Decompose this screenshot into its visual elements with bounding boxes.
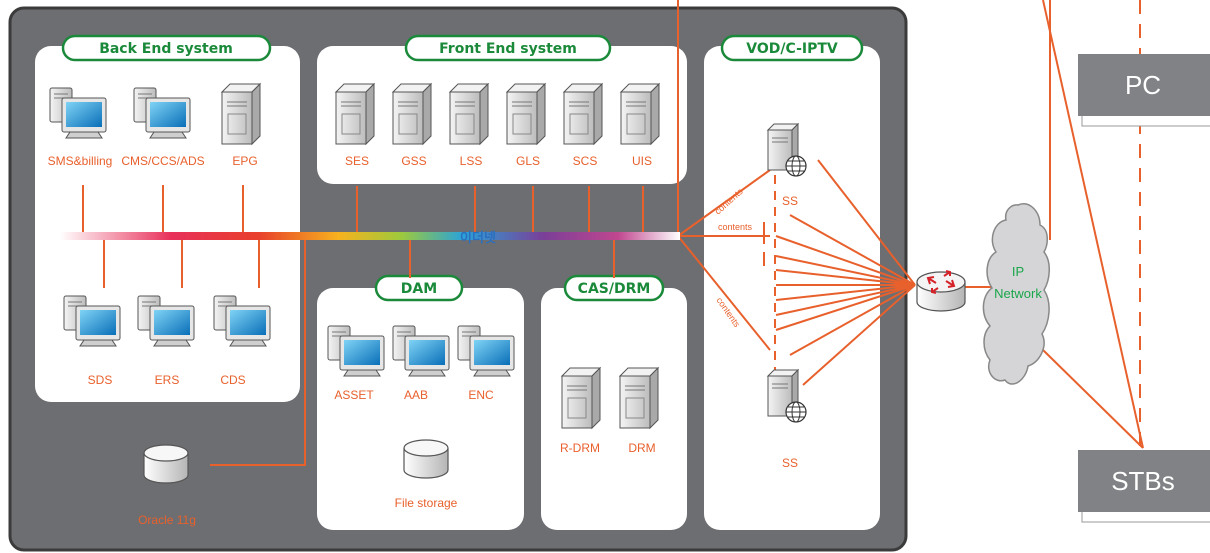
back-end-top-label-3: EPG xyxy=(232,154,257,168)
dam-label-3: ENC xyxy=(468,388,494,402)
scs-server-icon xyxy=(563,83,603,145)
bus-label: 이더넷 xyxy=(460,230,496,246)
front-end-label-4: GLS xyxy=(516,154,540,168)
dam-title: DAM xyxy=(401,281,437,297)
contents-label-2: contents xyxy=(718,222,753,232)
file-storage-label: File storage xyxy=(395,496,458,510)
ss-bottom-label: SS xyxy=(782,456,798,470)
oracle-database-icon xyxy=(143,444,189,484)
network-label-line1: IP xyxy=(1012,264,1024,279)
oracle-label: Oracle 11g xyxy=(138,513,196,527)
pc-box: PC xyxy=(1078,54,1210,127)
dam-label-1: ASSET xyxy=(334,388,374,402)
r-drm-server-icon xyxy=(561,367,601,429)
vod-panel xyxy=(704,46,880,530)
dam-label-2: AAB xyxy=(404,388,428,402)
lss-server-icon xyxy=(449,83,489,145)
front-end-label-5: SCS xyxy=(573,154,598,168)
router-icon xyxy=(916,270,966,312)
epg-server-icon xyxy=(221,83,261,145)
cas-label-2: DRM xyxy=(628,441,655,455)
ethernet-bus xyxy=(60,232,680,240)
ip-network-cloud-icon: IP Network xyxy=(982,203,1050,385)
front-end-pill: Front End system xyxy=(404,34,612,62)
back-end-bottom-label-3: CDS xyxy=(220,373,245,387)
front-end-panel xyxy=(317,46,687,184)
gss-server-icon xyxy=(392,83,432,145)
pc-label: PC xyxy=(1125,70,1161,100)
ss-top-label: SS xyxy=(782,194,798,208)
back-end-title: Back End system xyxy=(99,41,233,57)
network-label-line2: Network xyxy=(994,286,1042,301)
front-end-label-3: LSS xyxy=(460,154,483,168)
back-end-top-label-1: SMS&billing xyxy=(48,154,113,168)
ses-server-icon xyxy=(335,83,375,145)
file-storage-icon xyxy=(403,439,449,479)
cas-label-1: R-DRM xyxy=(560,441,600,455)
front-end-label-2: GSS xyxy=(401,154,426,168)
back-end-bottom-label-2: ERS xyxy=(155,373,180,387)
cas-title: CAS/DRM xyxy=(578,281,651,297)
front-end-label-1: SES xyxy=(345,154,369,168)
back-end-bottom-label-1: SDS xyxy=(88,373,113,387)
vod-title: VOD/C-IPTV xyxy=(746,41,838,57)
back-end-pill: Back End system xyxy=(61,34,272,62)
dam-panel xyxy=(317,288,524,530)
back-end-top-label-2: CMS/CCS/ADS xyxy=(121,154,204,168)
drm-server-icon xyxy=(619,367,659,429)
front-end-label-6: UIS xyxy=(632,154,652,168)
stbs-box: STBs xyxy=(1078,450,1210,523)
gls-server-icon xyxy=(506,83,546,145)
front-end-title: Front End system xyxy=(439,41,577,57)
stbs-label: STBs xyxy=(1111,466,1175,496)
cas-pill: CAS/DRM xyxy=(563,274,665,302)
cas-panel xyxy=(541,288,687,530)
connectors xyxy=(82,0,1144,466)
uis-server-icon xyxy=(620,83,660,145)
dam-pill: DAM xyxy=(374,274,464,302)
vod-pill: VOD/C-IPTV xyxy=(720,34,864,62)
